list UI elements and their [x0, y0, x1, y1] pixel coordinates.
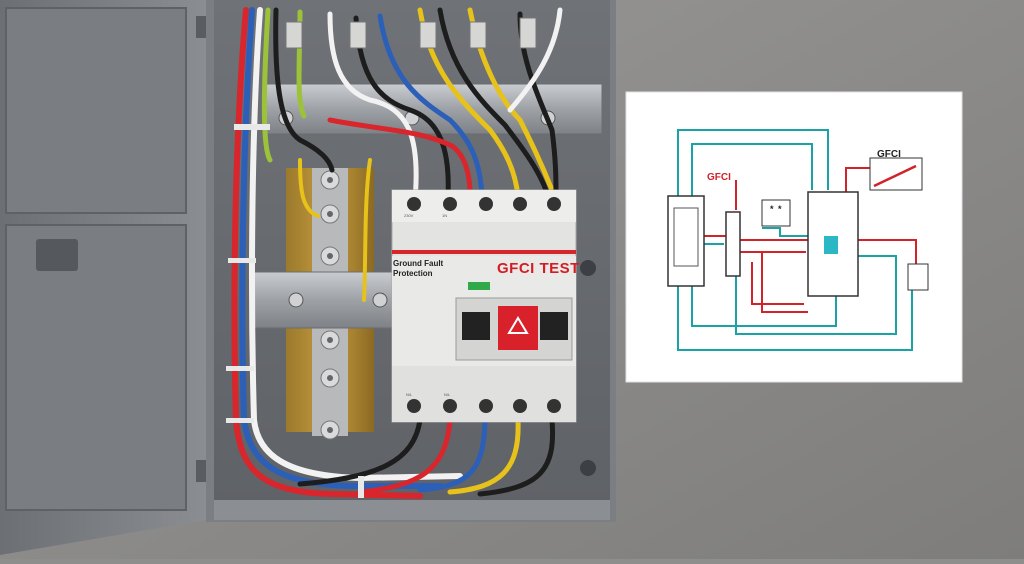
diagram-label-gfci: GFCI	[877, 149, 901, 160]
diagram-outlet	[907, 263, 929, 291]
panel-door	[0, 0, 210, 555]
breaker-label: Ground Fault Protection	[393, 259, 444, 278]
diagram-symbol-label: * *	[770, 204, 783, 214]
din-rail-middle	[253, 271, 395, 329]
mounting-screw	[580, 260, 596, 276]
status-led	[468, 282, 490, 290]
terminal-mark: 1N	[442, 213, 448, 218]
door-latch	[36, 239, 78, 271]
terminal-mark: 230V	[404, 213, 414, 218]
diagram-label-gfci: GFCI	[707, 172, 731, 183]
diagram-switch	[725, 211, 741, 277]
terminal-mark: N/L	[444, 392, 451, 397]
terminal-mark: N/L	[406, 392, 413, 397]
diagram-meter	[667, 195, 705, 287]
mounting-screw	[580, 460, 596, 476]
cable-ties	[226, 124, 364, 498]
wiring-diagram	[625, 91, 963, 383]
gfci-breaker	[391, 189, 577, 423]
breaker-test-label: GFCI TEST	[497, 260, 580, 277]
test-button[interactable]	[498, 306, 538, 350]
top-wire-clamps	[285, 17, 537, 49]
diagram-symbol-box	[761, 199, 791, 227]
